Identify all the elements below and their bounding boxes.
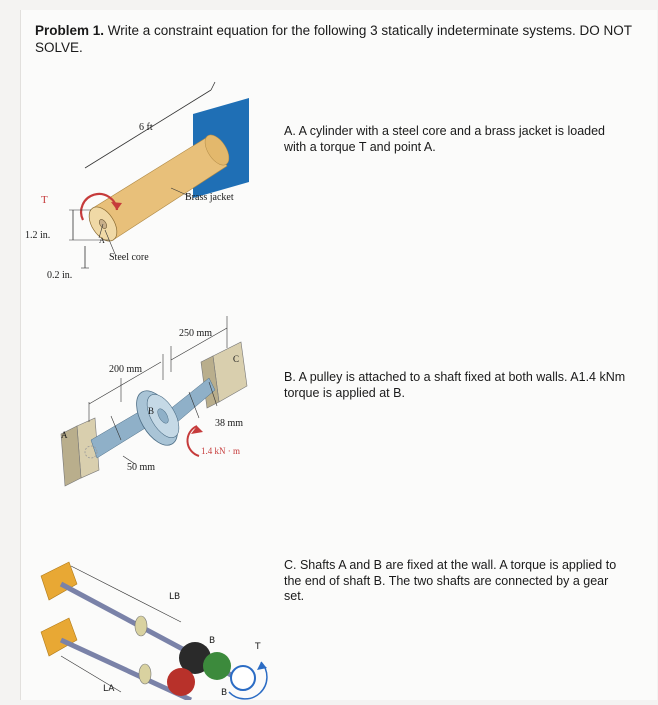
worksheet-page: Problem 1. Write a constraint equation f… [20, 10, 657, 703]
dim-line-200mm [88, 361, 162, 405]
shaft-a [59, 637, 193, 703]
figure-c-drawing [40, 561, 268, 703]
dim-line-250mm [170, 327, 228, 361]
torque-c-label: T [255, 642, 261, 652]
point-a-label: A [99, 236, 105, 245]
diameter-ab-label: 50 mm [127, 462, 156, 473]
steel-core-label: Steel core [109, 252, 149, 263]
problem-label: Problem 1. [35, 23, 105, 38]
gear-b2-label: B [221, 688, 228, 698]
part-a-description: A. A cylinder with a steel core and a br… [284, 124, 606, 154]
gear-red [167, 668, 195, 696]
torque-arrow-b [186, 425, 200, 457]
point-c-label: C [233, 354, 240, 364]
figure-a-drawing [69, 81, 249, 269]
figure-b-drawing [60, 316, 248, 487]
bearing-2 [138, 663, 152, 685]
bearing-1 [134, 615, 148, 637]
length-dimension-line [84, 89, 212, 169]
figure-b: 250 mm 200 mm C B A 38 mm 1.4 kN · m 50 … [51, 292, 271, 492]
outer-diameter-label: 1.2 in. [25, 230, 51, 241]
length-bc-label: 250 mm [179, 328, 213, 339]
part-b-description: B. A pulley is attached to a shaft fixed… [284, 370, 626, 400]
part-c-description: C. Shafts A and B are fixed at the wall.… [284, 558, 617, 603]
wall-yellow-top [40, 561, 78, 601]
problem-prompt: Write a constraint equation for the foll… [35, 23, 632, 55]
figure-c: LB B T B LA [21, 550, 271, 703]
figure-a: 6 ft T Brass jacket 1.2 in. A Steel core… [21, 70, 271, 290]
point-a-label-b: A [61, 430, 68, 440]
length-a-label: LA [103, 684, 115, 694]
wall-yellow-bottom [40, 617, 78, 657]
problem-header: Problem 1. Write a constraint equation f… [35, 22, 635, 56]
length-label: 6 ft [139, 122, 153, 133]
diameter-bc-label: 38 mm [215, 418, 244, 429]
gear-blue-ring [230, 665, 256, 691]
torque-label: T [41, 194, 48, 206]
brass-jacket-label: Brass jacket [185, 192, 234, 203]
point-b-label: B [148, 406, 155, 416]
gear-green [203, 652, 231, 680]
applied-torque-label: 1.4 kN · m [201, 446, 240, 456]
gear-b-label: B [209, 636, 216, 646]
length-ab-label: 200 mm [109, 364, 143, 375]
length-b-label: LB [169, 592, 181, 602]
inner-diameter-label: 0.2 in. [47, 270, 73, 281]
